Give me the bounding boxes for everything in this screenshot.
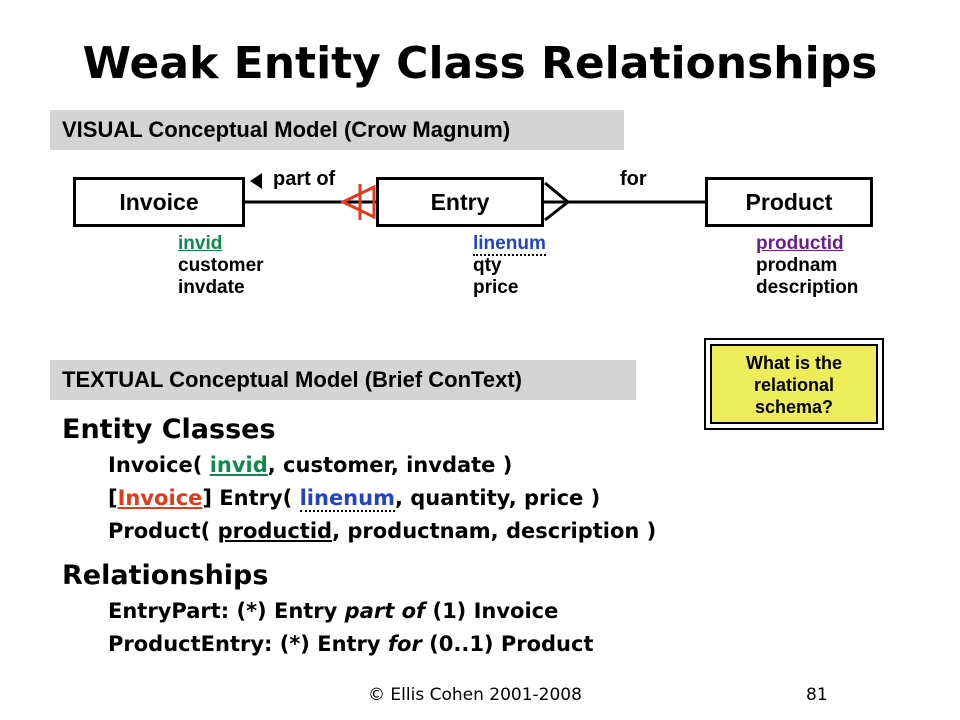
entity-class-entry: [Invoice] Entry( linenum, quantity, pric… (108, 486, 601, 512)
entity-class-product: Product( productid, productnam, descript… (108, 519, 656, 543)
page-number: 81 (806, 685, 828, 705)
class-name: ] Entry( (202, 486, 300, 510)
class-name: Product( (108, 519, 218, 543)
class-name: Invoice( (108, 453, 210, 477)
crows-foot-icon (544, 181, 569, 222)
relationship-suffix: (1) Invoice (425, 599, 559, 623)
entity-invoice: Invoice (73, 177, 245, 227)
question-box: What is the relational schema? (710, 344, 878, 424)
entry-attribute: qty (473, 255, 502, 276)
copyright-footer: © Ellis Cohen 2001-2008 (368, 685, 582, 705)
product-attribute: description (756, 277, 859, 298)
textual-model-banner: TEXTUAL Conceptual Model (Brief ConText) (50, 360, 636, 400)
relationship-entry-part: EntryPart: (*) Entry part of (1) Invoice (108, 599, 558, 623)
product-attribute: prodnam (756, 255, 838, 276)
question-line: relational (753, 375, 835, 395)
relationship-product-entry: ProductEntry: (*) Entry for (0..1) Produ… (108, 632, 593, 656)
relationship-label-for: for (620, 168, 647, 190)
entity-entry: Entry (376, 177, 544, 227)
invoice-attributes: invid customer invdate (178, 233, 264, 299)
entry-attribute: price (473, 277, 519, 298)
bracket: [ (108, 486, 118, 510)
product-attributes: productid prodnam description (756, 233, 858, 299)
visual-model-banner: VISUAL Conceptual Model (Crow Magnum) (50, 110, 624, 150)
entity-classes-heading: Entity Classes (62, 414, 276, 445)
primary-key: invid (209, 453, 268, 477)
partial-key: linenum (299, 486, 395, 512)
invoice-attribute: customer (178, 255, 264, 276)
part-of-arrow-icon (250, 173, 262, 189)
attribute-list: , productnam, description ) (332, 519, 657, 543)
owner-class: Invoice (117, 486, 203, 510)
question-line: What is the (745, 353, 842, 373)
entity-product: Product (705, 177, 873, 227)
question-callout: What is the relational schema? (704, 338, 884, 430)
weak-entity-marker (339, 184, 376, 220)
invoice-key-attribute: invid (178, 233, 223, 254)
attribute-list: , quantity, price ) (394, 486, 601, 510)
attribute-list: , customer, invdate ) (267, 453, 513, 477)
primary-key: productid (217, 519, 333, 543)
relationships-heading: Relationships (62, 560, 269, 591)
relationship-prefix: EntryPart: (*) Entry (108, 599, 345, 623)
relationship-label-part-of: part of (273, 168, 336, 190)
entity-class-invoice: Invoice( invid, customer, invdate ) (108, 453, 512, 477)
relationship-suffix: (0..1) Product (421, 632, 594, 656)
page-title: Weak Entity Class Relationships (82, 38, 878, 89)
relationship-prefix: ProductEntry: (*) Entry (108, 632, 388, 656)
relationship-verb: part of (344, 599, 426, 623)
entry-partial-key-attribute: linenum (473, 233, 546, 256)
invoice-attribute: invdate (178, 277, 245, 298)
relationship-verb: for (387, 632, 422, 656)
question-line: schema? (754, 397, 834, 417)
entry-attributes: linenum qty price (473, 233, 546, 299)
product-key-attribute: productid (756, 233, 844, 254)
